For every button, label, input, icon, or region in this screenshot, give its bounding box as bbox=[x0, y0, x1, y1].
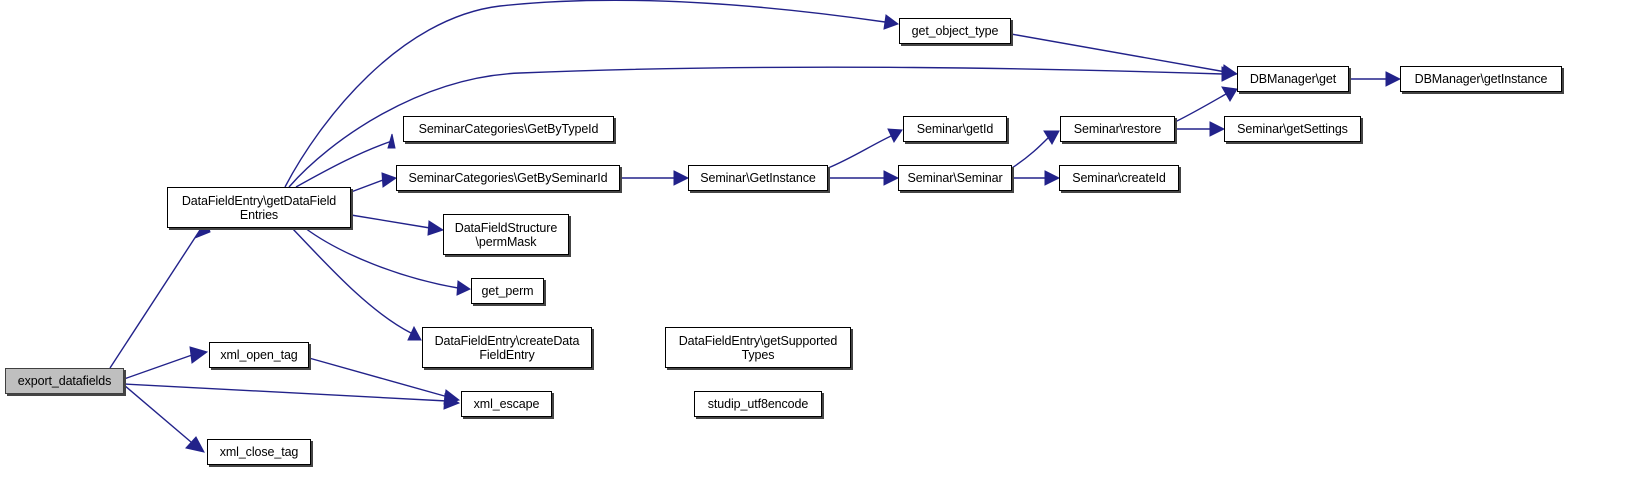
graph-node-createDataFieldEntry[interactable]: DataFieldEntry\createData FieldEntry bbox=[422, 327, 592, 368]
edge-getDataFieldEntries-to-GetBySeminarId bbox=[350, 172, 398, 193]
edge-GetBySeminarId-to-GetInstance bbox=[620, 170, 690, 186]
graph-node-GetInstance[interactable]: Seminar\GetInstance bbox=[688, 165, 828, 191]
graph-node-xml_open_tag[interactable]: xml_open_tag bbox=[209, 342, 309, 368]
edge-arrowhead bbox=[1221, 66, 1238, 82]
edge-arrowhead bbox=[407, 325, 422, 341]
edge-arrowhead bbox=[381, 172, 398, 188]
edge-export_datafields-to-xml_escape bbox=[123, 383, 461, 410]
edge-arrowhead bbox=[1385, 71, 1402, 87]
edge-arrowhead bbox=[1221, 64, 1239, 80]
edge-arrowhead bbox=[427, 220, 445, 236]
graph-node-export_datafields[interactable]: export_datafields bbox=[5, 368, 124, 394]
graph-node-getInstance[interactable]: DBManager\getInstance bbox=[1400, 66, 1562, 92]
edge-getDataFieldEntries-to-permMask bbox=[350, 214, 445, 236]
graph-node-DBManager_get[interactable]: DBManager\get bbox=[1237, 66, 1349, 92]
edge-GetInstance-to-getId bbox=[827, 128, 903, 169]
graph-node-getSupportedTypes[interactable]: DataFieldEntry\getSupported Types bbox=[665, 327, 851, 368]
edge-export_datafields-to-getDataFieldEntries bbox=[109, 220, 211, 369]
graph-node-xml_close_tag[interactable]: xml_close_tag bbox=[207, 439, 311, 465]
graph-node-permMask[interactable]: DataFieldStructure \permMask bbox=[443, 214, 569, 255]
graph-node-get_object_type[interactable]: get_object_type bbox=[899, 18, 1011, 44]
graph-node-get_perm[interactable]: get_perm bbox=[471, 278, 544, 304]
graph-node-GetBySeminarId[interactable]: SeminarCategories\GetBySeminarId bbox=[396, 165, 620, 191]
edge-arrowhead bbox=[387, 133, 396, 149]
edge-Seminar_Seminar-to-createId bbox=[1012, 170, 1061, 186]
graph-node-xml_escape[interactable]: xml_escape bbox=[461, 391, 552, 417]
graph-node-studip_utf8encode[interactable]: studip_utf8encode bbox=[694, 391, 822, 417]
edge-restore-to-getSettings bbox=[1175, 121, 1226, 137]
edge-arrowhead bbox=[673, 170, 690, 186]
edge-arrowhead bbox=[185, 436, 205, 453]
edge-getDataFieldEntries-to-GetByTypeId bbox=[295, 133, 396, 188]
edge-arrowhead bbox=[189, 346, 209, 364]
edge-arrowhead bbox=[443, 393, 461, 410]
edge-DBManager_get-to-getInstance bbox=[1349, 71, 1402, 87]
edge-export_datafields-to-xml_close_tag bbox=[123, 384, 205, 453]
edge-arrowhead bbox=[1221, 86, 1238, 102]
edge-export_datafields-to-xml_open_tag bbox=[123, 346, 209, 380]
edge-arrowhead bbox=[887, 128, 903, 144]
edge-getDataFieldEntries-to-get_object_type bbox=[284, 0, 900, 188]
graph-node-createId[interactable]: Seminar\createId bbox=[1059, 165, 1179, 191]
edge-arrowhead bbox=[1209, 121, 1226, 137]
edge-arrowhead bbox=[883, 170, 900, 186]
edge-arrowhead bbox=[1044, 170, 1061, 186]
edge-getDataFieldEntries-to-createDataFieldEntry bbox=[291, 227, 422, 341]
edge-arrowhead bbox=[443, 389, 461, 405]
graph-node-restore[interactable]: Seminar\restore bbox=[1060, 116, 1175, 142]
graph-node-getId[interactable]: Seminar\getId bbox=[903, 116, 1007, 142]
edge-arrowhead bbox=[1043, 130, 1060, 146]
graph-node-getSettings[interactable]: Seminar\getSettings bbox=[1224, 116, 1361, 142]
edge-Seminar_Seminar-to-restore bbox=[1011, 130, 1060, 169]
graph-node-Seminar_Seminar[interactable]: Seminar\Seminar bbox=[898, 165, 1012, 191]
graph-node-getDataFieldEntries[interactable]: DataFieldEntry\getDataField Entries bbox=[167, 187, 351, 228]
graph-node-GetByTypeId[interactable]: SeminarCategories\GetByTypeId bbox=[403, 116, 614, 142]
edge-arrowhead bbox=[456, 280, 472, 296]
edge-get_object_type-to-DBManager_get bbox=[1010, 33, 1239, 80]
edge-arrowhead bbox=[883, 14, 900, 30]
edge-GetInstance-to-Seminar_Seminar bbox=[828, 170, 900, 186]
